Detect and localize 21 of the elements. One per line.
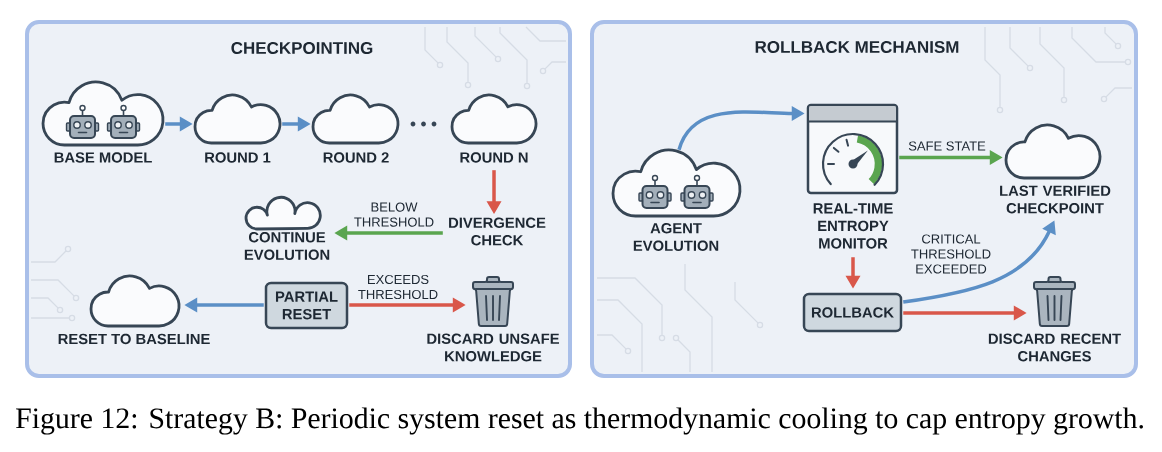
step-label: DIVERGENCE CHECK bbox=[449, 217, 546, 246]
node-label: DISCARD UNSAFE KNOWLEDGE bbox=[427, 333, 559, 362]
node-label: ROUND 2 bbox=[323, 152, 389, 163]
node-label: RESET TO BASELINE bbox=[58, 333, 210, 345]
edge-label: BELOW THRESHOLD bbox=[350, 201, 438, 228]
node-label: BASE MODEL bbox=[54, 152, 152, 163]
node-label: REAL-TIME ENTROPY MONITOR bbox=[813, 203, 893, 249]
node-label: ROUND 1 bbox=[205, 152, 271, 163]
panel-title: CHECKPOINTING bbox=[231, 41, 373, 54]
node-label: DISCARD RECENT CHANGES bbox=[988, 333, 1121, 362]
node-label: AGENT EVOLUTION bbox=[633, 223, 719, 251]
node-label: ROUND N bbox=[460, 152, 528, 163]
edge-label: EXCEEDS THRESHOLD bbox=[354, 273, 442, 301]
figure-caption: Figure 12: Strategy B: Periodic system reset as thermodynamic cooling to cap entropy growth. bbox=[16, 407, 1143, 435]
panel-title: ROLLBACK MECHANISM bbox=[755, 40, 959, 53]
edge-label: SAFE STATE bbox=[907, 140, 987, 152]
node-label: LAST VERIFIED CHECKPOINT bbox=[1000, 185, 1111, 214]
edge-label: CRITICAL THRESHOLD EXCEEDED bbox=[907, 233, 995, 275]
process-box: ROLLBACK bbox=[802, 292, 903, 333]
process-box: PARTIAL RESET bbox=[264, 281, 349, 330]
node-label: CONTINUE EVOLUTION bbox=[244, 232, 330, 260]
